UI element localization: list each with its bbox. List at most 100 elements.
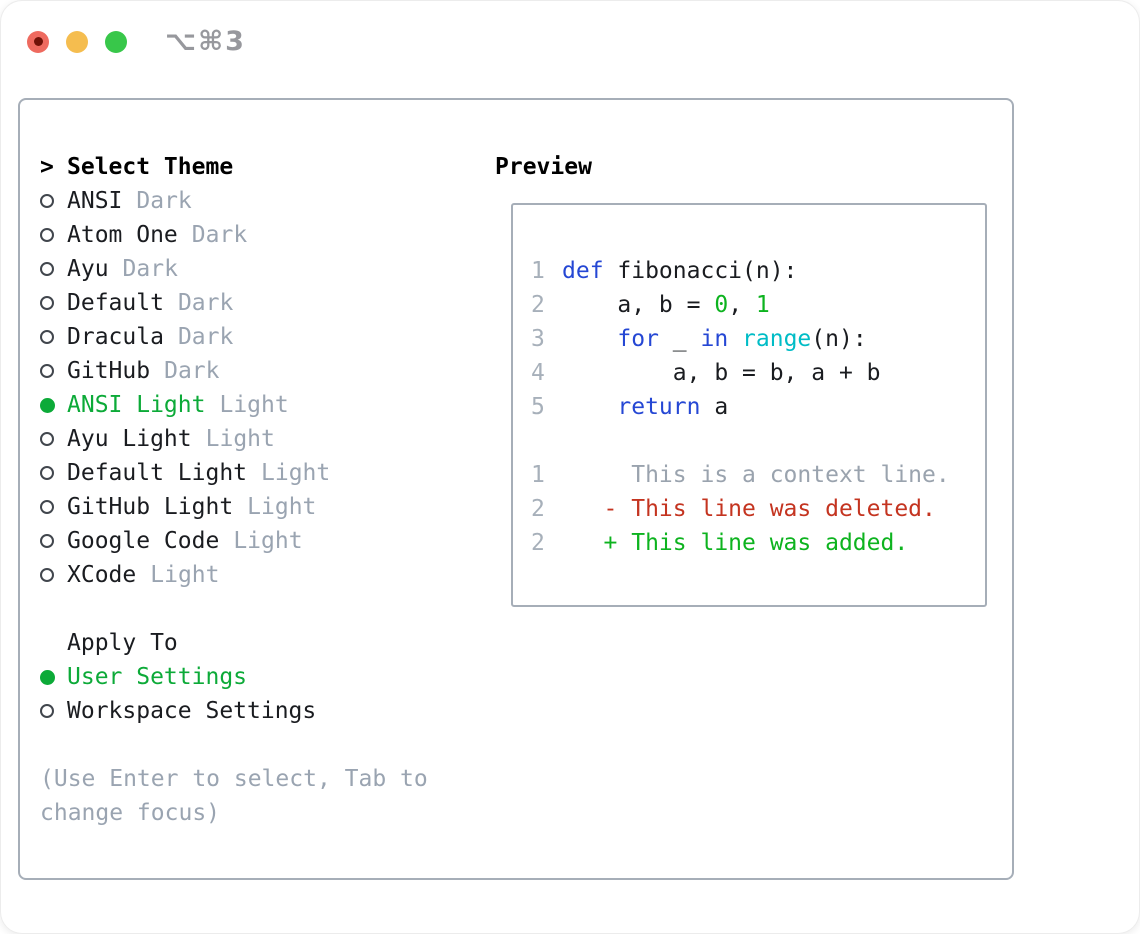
maximize-button[interactable] [105, 30, 127, 53]
code-line: 1 This is a context line. [531, 458, 985, 492]
radio-cell [40, 397, 67, 413]
option-label: XCode [67, 562, 137, 588]
line-number: 5 [531, 394, 545, 420]
radio-cell [40, 704, 67, 718]
option-label: Atom One [67, 222, 178, 248]
theme-option-default[interactable]: Default Dark [40, 286, 492, 320]
code-token-plain [562, 326, 617, 352]
code-token-add: + This line was added. [562, 530, 909, 556]
theme-variant-label: Dark [122, 256, 178, 282]
code-token-ctx: This is a context line. [562, 462, 950, 488]
minimize-button[interactable] [66, 30, 88, 53]
theme-option-default-light[interactable]: Default Light Light [40, 456, 492, 490]
radio-icon [40, 364, 54, 378]
radio-icon [40, 466, 54, 480]
theme-variant-label: Light [205, 426, 275, 452]
close-button-dot-icon [33, 37, 43, 46]
radio-cell [40, 296, 67, 310]
radio-cell [40, 669, 67, 685]
option-label: Workspace Settings [67, 698, 317, 724]
close-button[interactable] [27, 30, 49, 53]
radio-cell [40, 330, 67, 344]
theme-variant-label: Dark [177, 324, 234, 350]
theme-variant-label: Dark [136, 188, 192, 214]
code-token-plain: , [728, 292, 756, 318]
apply-option-user-settings[interactable]: User Settings [40, 660, 492, 694]
code-token-plain: _ [658, 326, 701, 352]
code-token-kw: return [617, 394, 701, 420]
theme-variant-label: Light [261, 460, 331, 486]
apply-option-workspace-settings[interactable]: Workspace Settings [40, 694, 492, 728]
theme-variant-label: Light [219, 392, 289, 418]
radio-icon [40, 228, 54, 242]
theme-option-google-code[interactable]: Google Code Light [40, 524, 492, 558]
line-number: 4 [531, 360, 545, 386]
select-theme-header: > Select Theme [40, 150, 492, 184]
code-token-kw: for [617, 326, 659, 352]
code-line: 5 return a [531, 390, 985, 424]
option-label: Google Code [67, 528, 220, 554]
radio-cell [40, 364, 67, 378]
option-label: GitHub Light [67, 494, 234, 520]
code-token-kw: in [700, 326, 729, 352]
radio-cell [40, 262, 67, 276]
radio-icon [40, 534, 54, 548]
option-label: Default Light [67, 460, 248, 486]
code-line [531, 424, 985, 458]
line-number: 3 [531, 326, 545, 352]
radio-cell [40, 500, 67, 514]
code-token-plain: a [700, 394, 729, 420]
code-line: 2 a, b = 0, 1 [531, 288, 985, 322]
line-number: 2 [531, 496, 545, 522]
code-token-plain: fibonacci(n): [603, 258, 798, 284]
selection-cursor-icon: > [40, 154, 54, 180]
theme-option-dracula[interactable]: Dracula Dark [40, 320, 492, 354]
code-token-plain [728, 326, 742, 352]
theme-option-ansi[interactable]: ANSI Dark [40, 184, 492, 218]
radio-cell [40, 534, 67, 548]
theme-variant-label: Light [233, 528, 303, 554]
option-label: Dracula [67, 324, 164, 350]
radio-icon [40, 262, 54, 276]
theme-variant-label: Dark [191, 222, 248, 248]
radio-cell [40, 228, 67, 242]
radio-icon [40, 568, 54, 582]
code-line: 3 for _ in range(n): [531, 322, 985, 356]
section-title-apply-to: Apply To [67, 630, 178, 656]
section-title-select-theme: Select Theme [67, 154, 234, 180]
radio-selected-icon [40, 397, 55, 413]
code-token-plain: a, b = [562, 292, 715, 318]
option-label: User Settings [67, 664, 248, 690]
theme-variant-label: Light [150, 562, 220, 588]
code-token-plain [562, 394, 617, 420]
radio-cell [40, 194, 67, 208]
radio-icon [40, 500, 54, 514]
cursor-marker: > [40, 154, 67, 180]
theme-variant-label: Dark [177, 290, 234, 316]
code-line: 4 a, b = b, a + b [531, 356, 985, 390]
theme-variant-label: Dark [164, 358, 220, 384]
radio-icon [40, 330, 54, 344]
theme-option-xcode[interactable]: XCode Light [40, 558, 492, 592]
option-label: Default [67, 290, 164, 316]
option-label: Ayu [67, 256, 109, 282]
theme-option-ayu[interactable]: Ayu Dark [40, 252, 492, 286]
line-number: 1 [531, 258, 545, 284]
option-label: ANSI [67, 188, 123, 214]
spacer [40, 592, 492, 626]
keyboard-shortcut-label: ⌥⌘3 [165, 26, 246, 57]
theme-option-atom-one[interactable]: Atom One Dark [40, 218, 492, 252]
radio-selected-icon [40, 669, 55, 685]
line-number: 1 [531, 462, 545, 488]
apply-to-header: Apply To [40, 626, 492, 660]
